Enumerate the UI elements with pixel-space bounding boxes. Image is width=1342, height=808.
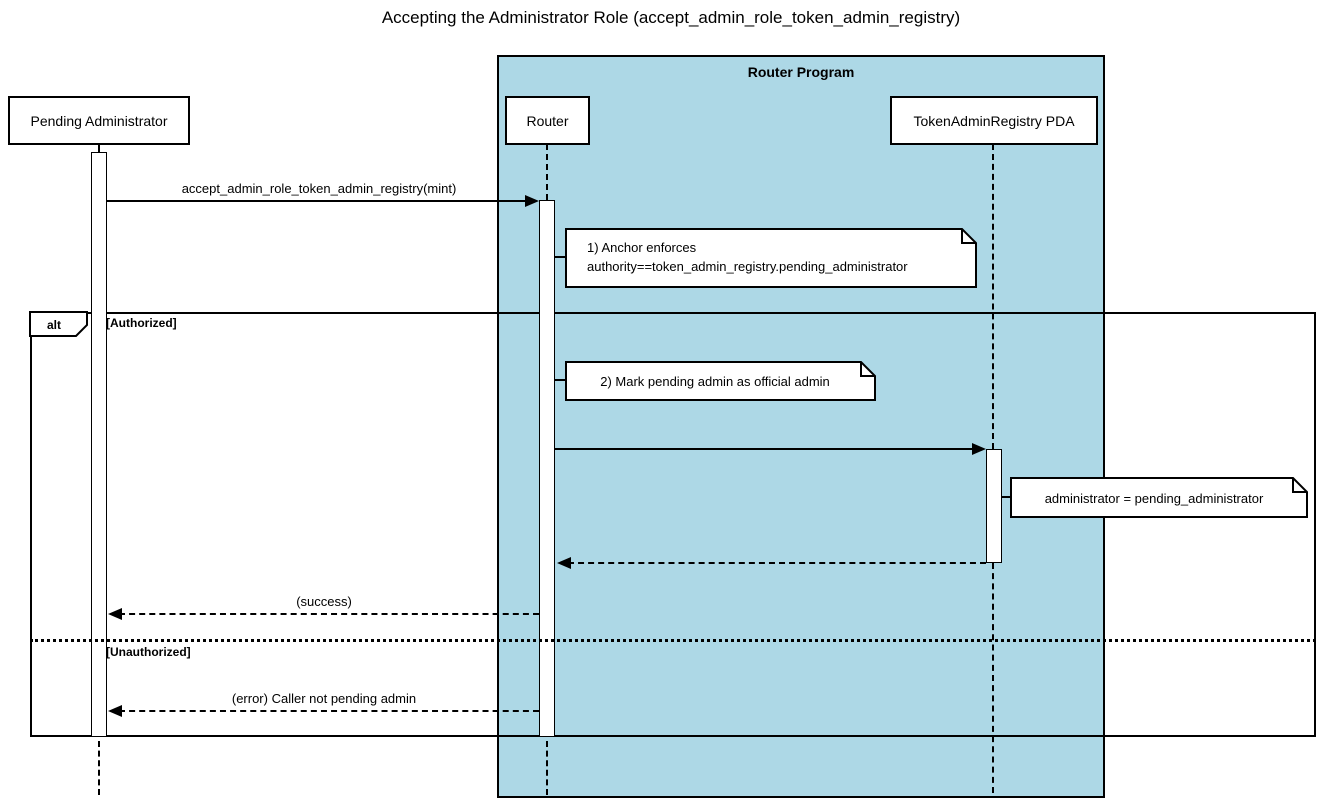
note2-shape <box>565 361 876 401</box>
note2-text: 2) Mark pending admin as official admin <box>600 374 830 389</box>
participant-router-label: Router <box>526 112 569 129</box>
note-anchor-enforces: 1) Anchor enforces authority==token_admi… <box>565 228 977 288</box>
participant-token-admin-registry: TokenAdminRegistry PDA <box>890 96 1098 145</box>
arrowhead-return-update <box>557 557 571 569</box>
arrowhead-update <box>972 443 986 455</box>
message-error-label: (error) Caller not pending admin <box>231 691 417 706</box>
arrowhead-error <box>108 705 122 717</box>
guard-authorized: [Authorized] <box>106 316 177 330</box>
message-return-update-line <box>568 562 986 564</box>
participant-pending-admin: Pending Administrator <box>8 96 190 145</box>
note-administrator-assignment: administrator = pending_administrator <box>1010 477 1308 518</box>
alt-frame <box>30 312 1316 737</box>
lifeline-token-admin-registry-top <box>992 144 994 449</box>
message-call-label: accept_admin_role_token_admin_registry(m… <box>181 181 457 196</box>
activation-pending-admin <box>91 152 107 737</box>
alt-operator-label: alt <box>47 318 61 332</box>
note-mark-official-admin: 2) Mark pending admin as official admin <box>565 361 876 401</box>
note3-connector <box>1002 496 1012 498</box>
note1-shape <box>565 228 977 288</box>
note3-text: administrator = pending_administrator <box>1044 491 1264 506</box>
lifeline-pending-admin-top <box>98 145 100 152</box>
participant-router: Router <box>505 96 590 145</box>
arrowhead-call <box>525 195 539 207</box>
note1-connector <box>555 256 567 258</box>
message-success-line <box>119 613 539 615</box>
message-call-line <box>107 200 531 202</box>
note1-line1: 1) Anchor enforces <box>587 240 697 255</box>
note2-connector <box>555 379 567 381</box>
router-program-label: Router Program <box>747 64 855 80</box>
message-success-label: (success) <box>296 594 352 609</box>
lifeline-router-top <box>546 144 548 200</box>
diagram-title: Accepting the Administrator Role (accept… <box>381 8 961 27</box>
activation-router <box>539 200 555 737</box>
message-update-line <box>555 448 979 450</box>
guard-unauthorized: [Unauthorized] <box>106 645 191 659</box>
router-program-container <box>497 55 1105 798</box>
activation-token-admin-registry <box>986 449 1002 563</box>
participant-token-admin-registry-label: TokenAdminRegistry PDA <box>913 112 1075 129</box>
participant-pending-admin-label: Pending Administrator <box>30 112 168 129</box>
message-error-line <box>119 710 539 712</box>
alt-operator-pentagon: alt <box>29 311 88 337</box>
note3-shape <box>1010 477 1308 518</box>
alt-divider <box>30 639 1316 642</box>
lifeline-token-admin-registry-bottom <box>992 563 994 793</box>
note1-line2: authority==token_admin_registry.pending_… <box>587 259 908 274</box>
arrowhead-success <box>108 608 122 620</box>
lifeline-router-bottom <box>546 741 548 795</box>
lifeline-pending-admin-bottom <box>98 741 100 795</box>
